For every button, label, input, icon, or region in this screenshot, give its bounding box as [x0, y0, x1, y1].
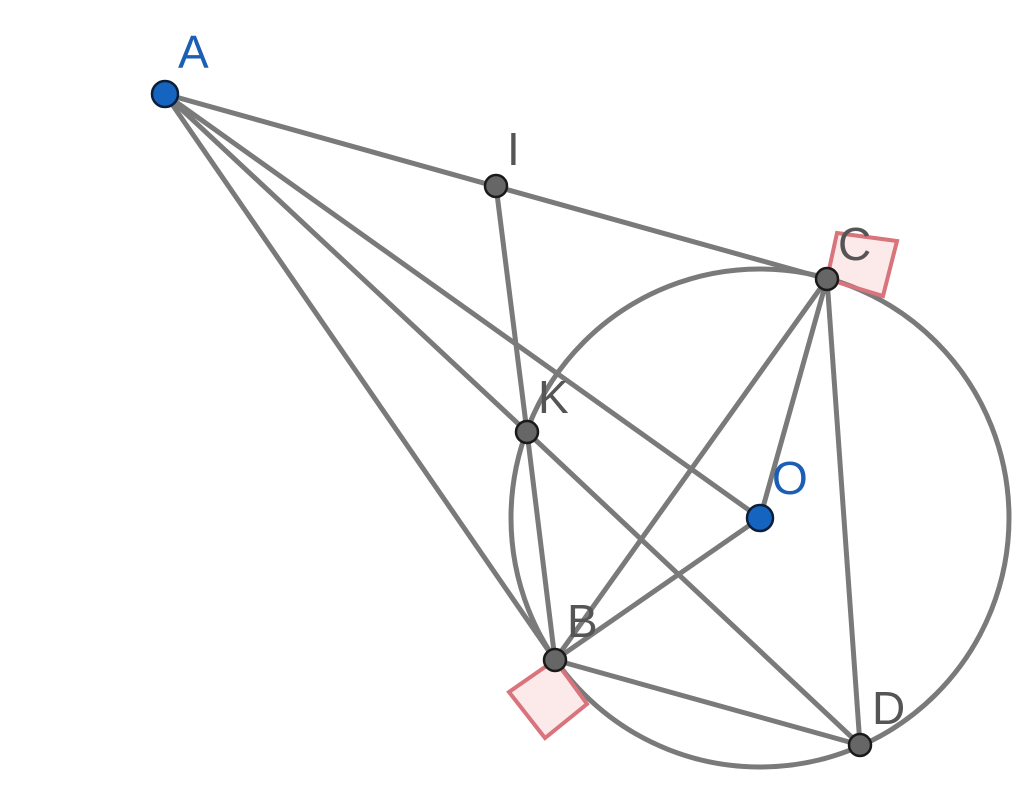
segment-KD	[524, 429, 863, 748]
label-O: O	[772, 452, 808, 504]
point-A[interactable]	[150, 79, 180, 109]
point-O[interactable]	[745, 503, 775, 533]
point-K[interactable]	[514, 419, 540, 445]
segment-BC	[552, 276, 830, 663]
point-C[interactable]	[814, 266, 840, 292]
label-C: C	[838, 218, 871, 270]
segment-BD	[552, 657, 863, 748]
label-B: B	[567, 595, 598, 647]
segment-CO	[757, 276, 830, 521]
label-I: I	[507, 123, 520, 175]
circle-O	[508, 266, 1012, 770]
label-D: D	[872, 682, 905, 734]
segment-AK	[162, 91, 530, 435]
segment-AO	[162, 91, 763, 521]
right-angle-mark-C	[824, 230, 900, 299]
segment-KB	[524, 429, 558, 663]
label-A: A	[178, 26, 209, 78]
point-D[interactable]	[847, 732, 873, 758]
point-I[interactable]	[483, 173, 509, 199]
point-B[interactable]	[542, 647, 568, 673]
segment-BO	[552, 515, 763, 663]
segment-AB	[162, 91, 558, 663]
right-angle-mark-B	[506, 657, 590, 741]
label-K: K	[538, 371, 569, 423]
segment-CD	[824, 276, 863, 748]
segment-IK	[493, 183, 530, 435]
